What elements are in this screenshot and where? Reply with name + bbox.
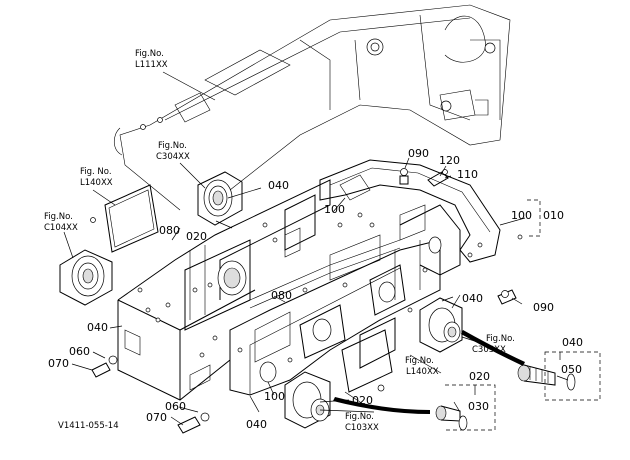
hub-c104 [59,249,113,306]
figref-c104-line1: Fig.No. [44,212,73,222]
figref-c304-line2: C304XX [156,152,190,162]
upper-frame-outline [113,4,511,211]
pin-insert-arrow-right [461,330,525,366]
label-030: 030 [468,400,489,413]
cover-plate-l140-upper [104,184,159,253]
label-070-upper: 070 [48,357,69,370]
figref-c304-line1: Fig.No. [158,141,187,151]
label-040-exploded: 040 [562,336,583,349]
label-060-lower: 060 [165,400,186,413]
label-040-bottom: 040 [246,418,267,431]
main-frame [117,159,501,401]
figure-references: Fig.No. L111XX Fig.No. C304XX Fig. No. L… [44,49,515,433]
figref-l140a-line1: Fig. No. [80,167,112,177]
cover-plate-l140-lower [341,329,393,393]
group-box-020-030 [445,384,496,431]
label-120: 120 [439,154,460,167]
label-080-upper: 080 [159,224,180,237]
label-100-upper: 100 [324,203,345,216]
pin-insert-arrow-bottom [333,397,430,414]
label-060-upper: 060 [69,345,90,358]
pin-030-exploded [435,405,468,431]
label-100-right: 100 [511,209,532,222]
figref-c303-line1: Fig.No. [486,334,515,344]
label-040-right: 040 [462,292,483,305]
label-080-lower: 080 [271,289,292,302]
group-bracket-010 [527,199,541,237]
label-020-upper: 020 [186,230,207,243]
label-090-top: 090 [408,147,429,160]
bolt-070-upper [91,355,118,378]
group-box-040-050 [544,351,601,401]
label-110: 110 [457,168,478,181]
hub-c303 [419,297,463,353]
pin-040-exploded [517,364,576,391]
figref-l111-line1: Fig.No. [135,49,164,59]
figref-c103-line1: Fig.No. [345,412,374,422]
hub-c103 [284,371,331,429]
label-100-lower: 100 [264,390,285,403]
figref-l111-line2: L111XX [135,60,168,70]
figref-l140b-line2: L140XX [406,367,439,377]
bolt-090-right [497,289,517,305]
figref-c303-line2: C303XX [472,345,506,355]
label-040-top: 040 [268,179,289,192]
bolt-070-lower [177,412,210,434]
label-010: 010 [543,209,564,222]
label-070-lower: 070 [146,411,167,424]
label-020-lower: 020 [352,394,373,407]
label-040-left: 040 [87,321,108,334]
figref-l140a-line2: L140XX [80,178,113,188]
label-050: 050 [561,363,582,376]
label-020-exploded: 020 [469,370,490,383]
figref-l140b-line1: Fig.No. [405,356,434,366]
label-090-right: 090 [533,301,554,314]
bolt-090-top [399,168,409,185]
part-labels: 010 100 090 120 110 040 100 080 020 080 … [48,147,583,431]
figref-c103-line2: C103XX [345,423,379,433]
figref-c104-line2: C104XX [44,223,78,233]
drawing-code: V1411-055-14 [58,421,119,431]
leader-lines [63,71,569,426]
frame-bolts [90,212,523,392]
hub-c304 [197,171,243,226]
